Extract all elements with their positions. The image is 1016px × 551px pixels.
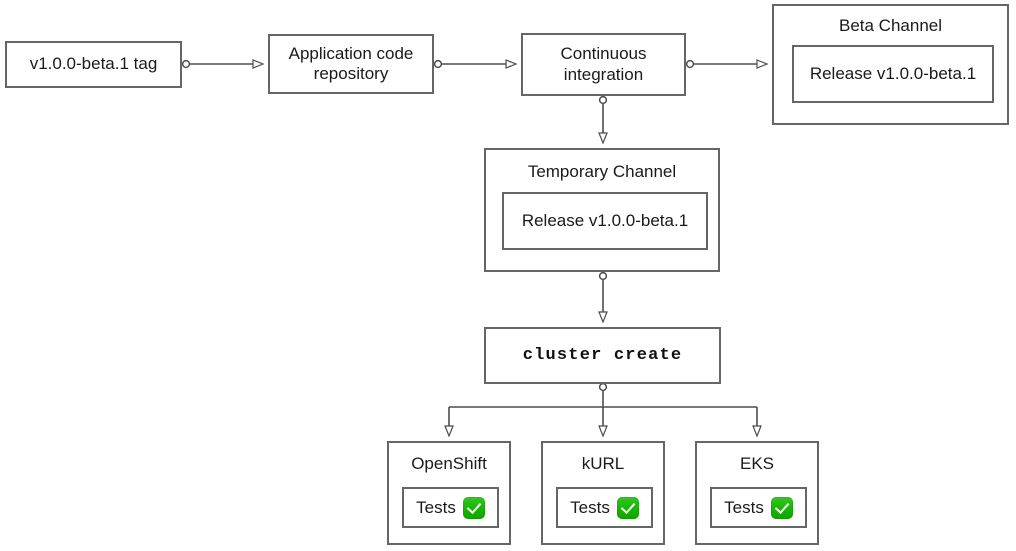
- edge-repo-to-ci: [433, 61, 515, 68]
- green-check-icon: [770, 496, 793, 519]
- edge-cluster-create-to-targets: [449, 382, 757, 435]
- green-check-icon: [616, 496, 639, 519]
- group-beta-channel[interactable]: Beta Channel Release v1.0.0-beta.1: [772, 4, 1009, 125]
- openshift-tests-label: Tests: [416, 497, 456, 517]
- green-check-icon: [462, 496, 485, 519]
- group-temporary-channel-title: Temporary Channel: [527, 162, 677, 181]
- node-continuous-integration-label: Continuous integration: [560, 44, 647, 84]
- group-openshift-title: OpenShift: [411, 454, 487, 473]
- node-version-tag[interactable]: v1.0.0-beta.1 tag: [5, 41, 182, 88]
- edge-ci-to-beta-channel: [685, 61, 766, 68]
- group-kurl-title: kURL: [581, 454, 625, 473]
- temporary-channel-release-box[interactable]: Release v1.0.0-beta.1: [502, 192, 708, 250]
- node-application-code-repository[interactable]: Application code repository: [268, 34, 434, 94]
- node-cluster-create-label: cluster create: [522, 346, 683, 365]
- openshift-tests-box[interactable]: Tests: [402, 487, 499, 528]
- node-continuous-integration[interactable]: Continuous integration: [521, 33, 686, 96]
- kurl-tests-label: Tests: [570, 497, 610, 517]
- edge-tag-to-repo: [181, 61, 262, 68]
- edge-temporary-channel-to-cluster-create: [600, 271, 607, 321]
- edge-ci-to-temporary-channel: [600, 95, 607, 142]
- group-eks-title: EKS: [739, 454, 775, 473]
- temporary-channel-release-label: Release v1.0.0-beta.1: [521, 211, 689, 230]
- group-beta-channel-title: Beta Channel: [838, 16, 943, 35]
- group-eks[interactable]: EKS Tests: [695, 441, 819, 545]
- eks-tests-box[interactable]: Tests: [710, 487, 807, 528]
- beta-channel-release-box[interactable]: Release v1.0.0-beta.1: [792, 45, 994, 103]
- eks-tests-label: Tests: [724, 497, 764, 517]
- beta-channel-release-label: Release v1.0.0-beta.1: [809, 64, 977, 83]
- kurl-tests-box[interactable]: Tests: [556, 487, 653, 528]
- group-kurl[interactable]: kURL Tests: [541, 441, 665, 545]
- group-temporary-channel[interactable]: Temporary Channel Release v1.0.0-beta.1: [484, 148, 720, 272]
- node-application-code-repository-label: Application code repository: [288, 43, 414, 83]
- group-openshift[interactable]: OpenShift Tests: [387, 441, 511, 545]
- node-version-tag-label: v1.0.0-beta.1 tag: [29, 54, 158, 74]
- node-cluster-create[interactable]: cluster create: [484, 327, 721, 384]
